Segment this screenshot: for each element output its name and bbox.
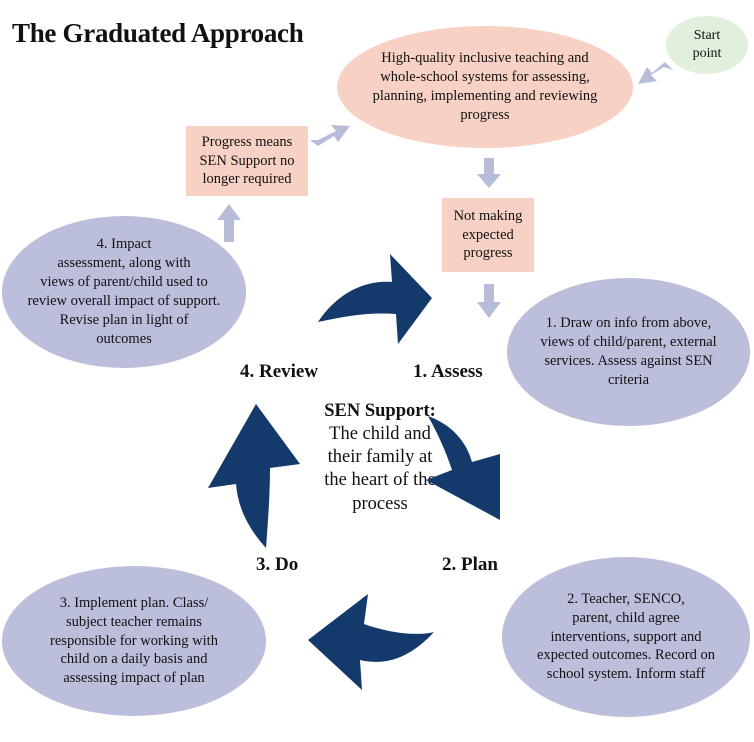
center-body: The child and their family at the heart … xyxy=(324,424,436,514)
center-text: SEN Support: The child and their family … xyxy=(292,400,468,516)
do-description-node: 3. Implement plan. Class/ subject teache… xyxy=(2,566,266,716)
progress-no-longer-required-box: Progress means SEN Support no longer req… xyxy=(186,126,308,196)
stage-do-label: 3. Do xyxy=(256,554,299,575)
top-teaching-node: High-quality inclusive teaching and whol… xyxy=(337,26,633,148)
plan-description-node: 2. Teacher, SENCO, parent, child agree i… xyxy=(502,557,750,717)
stage-review-label: 4. Review xyxy=(240,361,319,382)
review-description-node: 4. Impact assessment, along with views o… xyxy=(2,216,246,368)
cycle-arrow-plan-to-do xyxy=(308,594,434,690)
center-heading: SEN Support: xyxy=(324,401,436,421)
teaching-to-not-making-arrow xyxy=(477,158,501,188)
progress-to-teaching-arrow xyxy=(310,125,350,146)
cycle-arrow-assess-to-plan xyxy=(426,416,500,520)
review-to-progress-arrow xyxy=(217,204,241,242)
not-making-progress-box: Not making expected progress xyxy=(442,198,534,272)
start-to-teaching-arrow xyxy=(638,62,673,84)
cycle-arrow-review-to-assess xyxy=(318,254,432,344)
start-point-node: Start point xyxy=(666,16,748,74)
cycle-arrow-do-to-review xyxy=(208,404,300,548)
stage-assess-label: 1. Assess xyxy=(413,361,483,382)
stage-plan-label: 2. Plan xyxy=(442,554,498,575)
diagram-title: The Graduated Approach xyxy=(12,18,304,48)
not-making-to-assess-arrow xyxy=(477,284,501,318)
assess-description-node: 1. Draw on info from above, views of chi… xyxy=(507,278,750,426)
